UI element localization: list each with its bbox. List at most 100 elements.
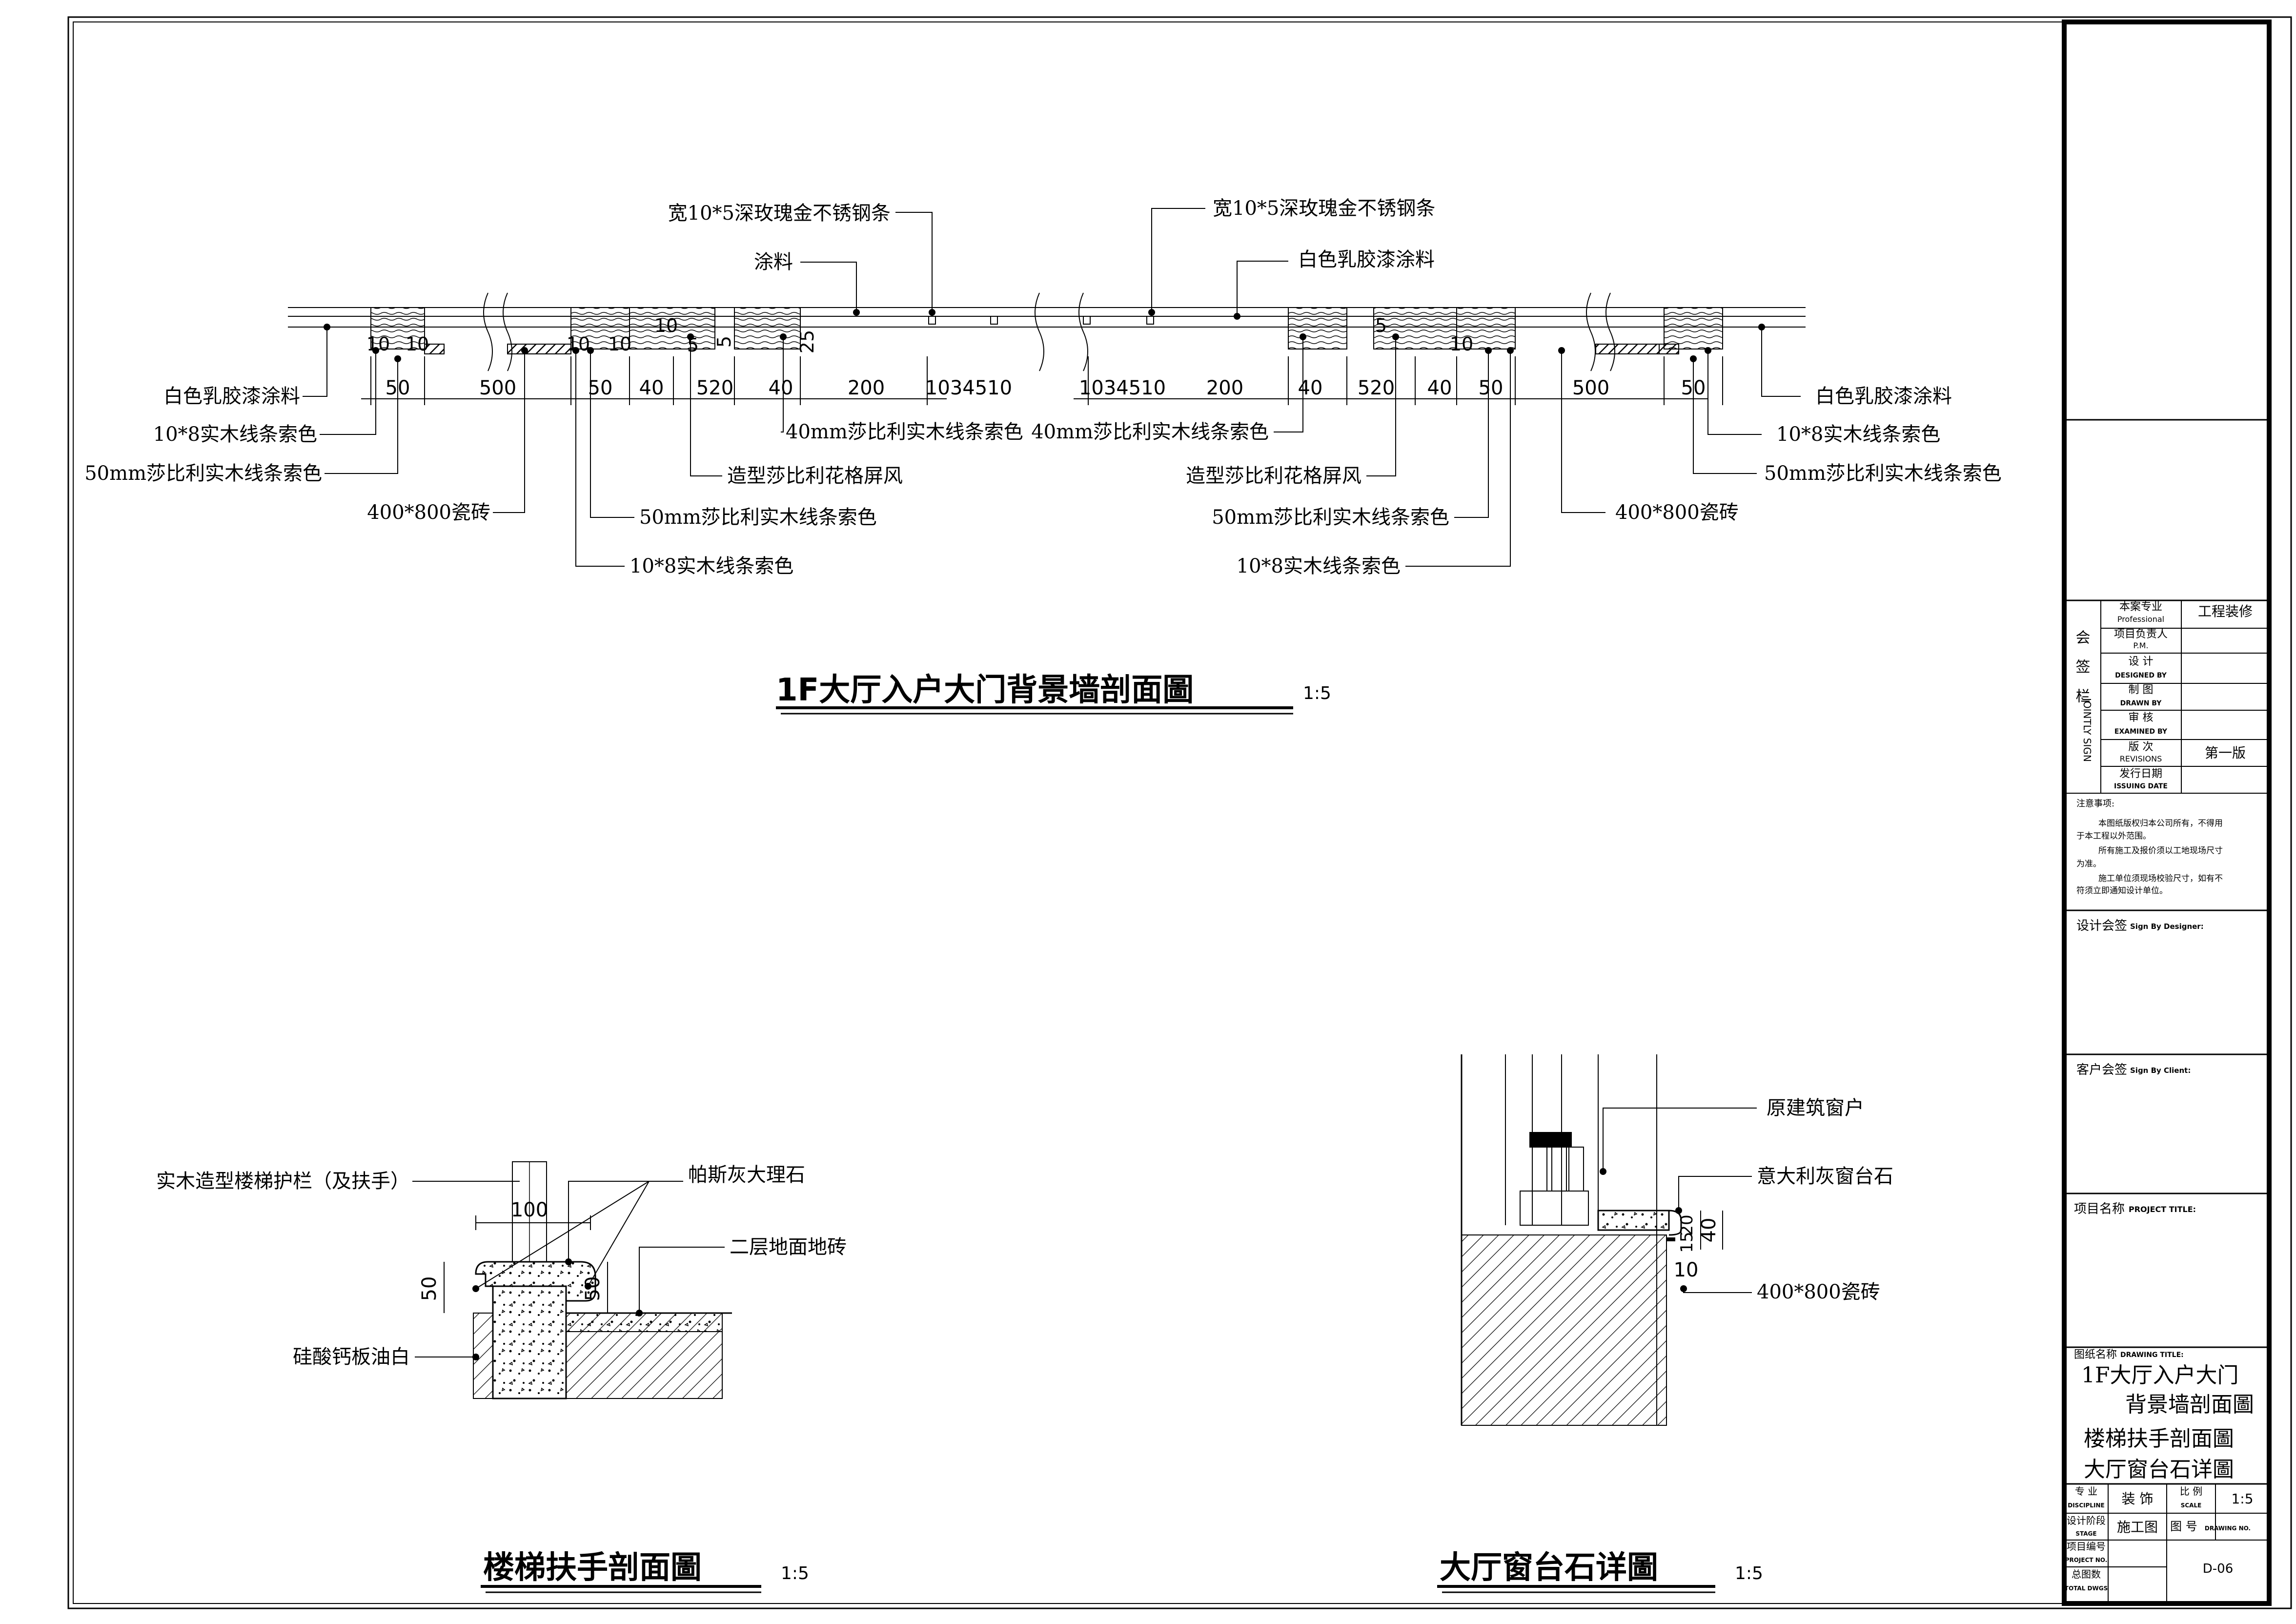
discipline-value: 装 饰 — [2122, 1491, 2154, 1507]
label-latex-right: 白色乳胶漆涂料 — [1815, 385, 1952, 408]
section-scale-window: 1:5 — [1735, 1563, 1763, 1583]
row-en: EXAMINED BY — [2114, 728, 2168, 736]
discipline-label: 专 业 — [2075, 1485, 2097, 1497]
project-no-label: 项目编号 — [2067, 1541, 2106, 1552]
row-en: Professional — [2117, 615, 2164, 624]
sign-vertical-label: 会签栏 — [2073, 630, 2091, 718]
label-window: 原建筑窗户 — [1767, 1097, 1864, 1119]
row-cn: 项目负责人 — [2114, 628, 2168, 640]
label-wood50-left: 50mm莎比利实木线条索色 — [84, 462, 322, 485]
row-cn: 发行日期 — [2119, 768, 2162, 780]
notes-line: 为准。 — [2076, 859, 2101, 869]
label-tile: 400*800瓷砖 — [1757, 1281, 1880, 1303]
notes-line: 本图纸版权归本公司所有，不得用 — [2098, 819, 2223, 828]
label-wood50b-right: 50mm莎比利实木线条索色 — [1212, 506, 1449, 529]
dim-label: 500 — [1572, 377, 1609, 399]
label-screen-right: 造型莎比利花格屏风 — [1186, 465, 1361, 487]
section-title-window: 大厅窗台石详圖 — [1440, 1550, 1658, 1586]
dim-label: 40 — [639, 377, 664, 399]
section-title-stair: 楼梯扶手剖面圖 — [483, 1550, 702, 1586]
drawing-title-line: 楼梯扶手剖面圖 — [2084, 1426, 2234, 1451]
label-marble: 帕斯灰大理石 — [688, 1164, 805, 1186]
dim-small: 10 — [608, 333, 631, 355]
label-screen-left: 造型莎比利花格屏风 — [727, 465, 903, 487]
drawing-title-line: 大厅窗台石详圖 — [2084, 1457, 2234, 1482]
label-floor-tile: 二层地面地砖 — [730, 1236, 847, 1258]
row-en: DRAWN BY — [2120, 699, 2162, 707]
notes-line: 符须立即通知设计单位。 — [2076, 886, 2168, 896]
dim-small: 10 — [654, 315, 678, 336]
label-wood10x8-right: 10*8实木线条索色 — [1776, 423, 1940, 446]
row-cn: 本案专业 — [2119, 601, 2162, 613]
label-wood10x8b-right: 10*8实木线条索色 — [1237, 555, 1401, 577]
row-en: REVISIONS — [2120, 754, 2162, 763]
client-sign-en: Sign By Client: — [2130, 1066, 2191, 1075]
dim-small: 5 — [1375, 315, 1387, 336]
title-block-text: 会签栏 JOINTLY SIGN 本案专业 Professional 工程装修 … — [2065, 601, 2254, 1592]
label-latex-left: 白色乳胶漆涂料 — [163, 385, 300, 408]
drawing-title-label: 图纸名称 — [2074, 1349, 2117, 1361]
section-scale-stair: 1:5 — [781, 1563, 809, 1583]
label-wood10x8b-left: 10*8实木线条索色 — [630, 555, 793, 577]
dim-label: 10 — [1674, 1259, 1699, 1281]
label-steel-right: 宽10*5深玫瑰金不锈钢条 — [1213, 197, 1435, 220]
label-wood40-right: 40mm莎比利实木线条索色 — [1031, 421, 1269, 443]
row-en: ISSUING DATE — [2114, 782, 2168, 790]
label-latex-right-top: 白色乳胶漆涂料 — [1298, 248, 1435, 271]
dim-label: 100 — [511, 1199, 548, 1221]
notes-line: 所有施工及报价须以工地现场尺寸 — [2098, 846, 2223, 856]
project-title-label: 项目名称 — [2074, 1202, 2125, 1216]
label-tile-left: 400*800瓷砖 — [367, 501, 490, 524]
label-wood50b-left: 50mm莎比利实木线条索色 — [639, 506, 877, 529]
designer-sign-en: Sign By Designer: — [2130, 922, 2204, 931]
dim-small: 10 — [1450, 333, 1473, 355]
drawing-title-en: DRAWING TITLE: — [2120, 1351, 2184, 1359]
row-val: 第一版 — [2205, 745, 2246, 761]
drawing-no-label: 图 号 — [2170, 1520, 2197, 1533]
notes-title: 注意事项: — [2076, 799, 2114, 809]
label-board: 硅酸钙板油白 — [293, 1346, 410, 1368]
dim-label: 40 — [1298, 377, 1323, 399]
dim-small: 25 — [796, 330, 818, 353]
outer-border — [67, 16, 2292, 1609]
row-val: 工程装修 — [2198, 603, 2253, 619]
label-wood10x8-left: 10*8实木线条索色 — [153, 423, 317, 446]
project-title-en: PROJECT TITLE: — [2129, 1205, 2196, 1214]
dim-label: 50 — [1479, 377, 1504, 399]
section-title-main: 1F大厅入户大门背景墙剖面圖 — [776, 672, 1194, 708]
scale-label: 比 例 — [2180, 1485, 2202, 1497]
dim-label: 500 — [479, 377, 516, 399]
notes-line: 施工单位须现场校验尺寸，如有不 — [2098, 874, 2223, 884]
dim-label: 1034510 — [1079, 377, 1166, 399]
row-cn: 审 核 — [2129, 712, 2154, 724]
dim-label: 520 — [696, 377, 733, 399]
stage-en: STAGE — [2075, 1530, 2096, 1537]
dim-label: 50 — [588, 377, 613, 399]
stage-label: 设计阶段 — [2067, 1515, 2106, 1526]
window-section: 20 15 40 10 原建筑窗户 意大利灰窗台石 400*800瓷砖 大厅窗台… — [1437, 1054, 1893, 1593]
drawing-title-line: 背景墙剖面圖 — [2125, 1392, 2254, 1417]
dim-small: 5 — [713, 336, 735, 348]
dim-small: 10 — [406, 333, 429, 355]
total-label: 总图数 — [2072, 1568, 2101, 1580]
dim-label: 1034510 — [925, 377, 1012, 399]
title-block — [2062, 20, 2272, 1606]
client-sign-label: 客户会签 — [2076, 1063, 2127, 1077]
dim-label: 40 — [1427, 377, 1452, 399]
label-rail: 实木造型楼梯护栏（及扶手） — [156, 1170, 410, 1192]
scale-value: 1:5 — [2231, 1491, 2253, 1507]
row-en: P.M. — [2133, 641, 2148, 650]
section-scale-main: 1:5 — [1303, 683, 1331, 703]
dim-label: 50 — [582, 1276, 604, 1301]
project-no-en: PROJECT NO. — [2065, 1557, 2108, 1563]
sign-en-label: JOINTLY SIGN — [2081, 697, 2093, 762]
dim-label: 40 — [769, 377, 793, 399]
label-steel-left: 宽10*5深玫瑰金不锈钢条 — [668, 202, 891, 225]
drawing-no-value: D-06 — [2203, 1562, 2234, 1576]
dim-label: 520 — [1358, 377, 1395, 399]
row-cn: 设 计 — [2129, 656, 2154, 668]
label-sill: 意大利灰窗台石 — [1757, 1165, 1893, 1188]
designer-sign-label: 设计会签 — [2076, 919, 2127, 933]
row-cn: 版 次 — [2129, 741, 2154, 753]
